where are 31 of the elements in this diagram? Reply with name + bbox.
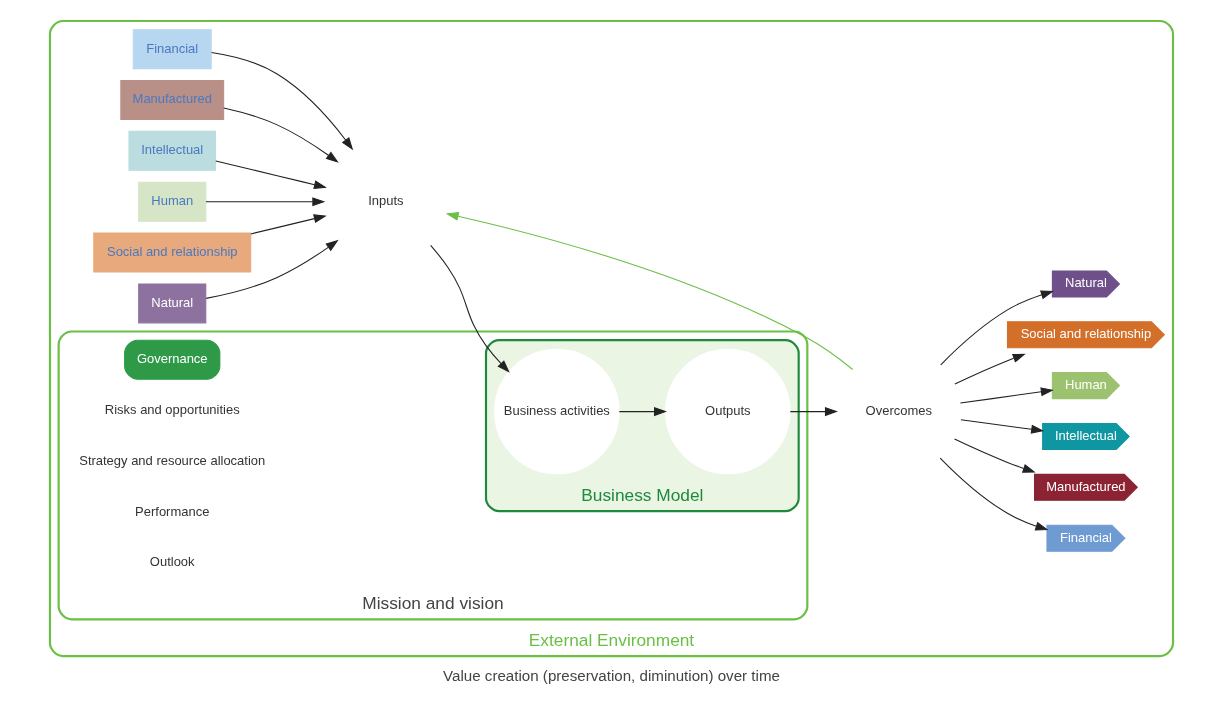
node-box: Financial (132, 29, 212, 70)
arrow (445, 211, 854, 371)
node-box: Manufactured (120, 79, 225, 120)
arrow (954, 438, 1036, 473)
arrow (205, 239, 339, 299)
node-circle: Outputs (665, 348, 791, 475)
label: Performance (135, 503, 210, 519)
node-box: Natural (138, 283, 207, 324)
node-box: Governance (124, 339, 221, 380)
arrow (223, 107, 339, 163)
arrow (215, 160, 327, 190)
caption: Value creation (preservation, diminution) over time (443, 667, 780, 685)
arrow (618, 407, 667, 417)
node-box: Intellectual (128, 130, 217, 171)
arrow (250, 214, 327, 235)
node-box: Human (138, 181, 207, 222)
node-text: Inputs (368, 193, 404, 209)
arrow (959, 387, 1054, 404)
label: Outlook (149, 554, 195, 570)
arrow (940, 290, 1054, 366)
arrow (211, 51, 354, 151)
arrow (960, 419, 1045, 434)
arrow (939, 457, 1049, 531)
node-text: Overcomes (865, 402, 932, 418)
arrow (205, 197, 326, 207)
arrow (789, 407, 838, 417)
label: Strategy and resource allocation (79, 452, 266, 468)
arrow (954, 353, 1026, 385)
arrow (430, 244, 510, 373)
label: Risks and opportunities (104, 401, 240, 417)
node-box: Social and relationship (93, 232, 252, 273)
